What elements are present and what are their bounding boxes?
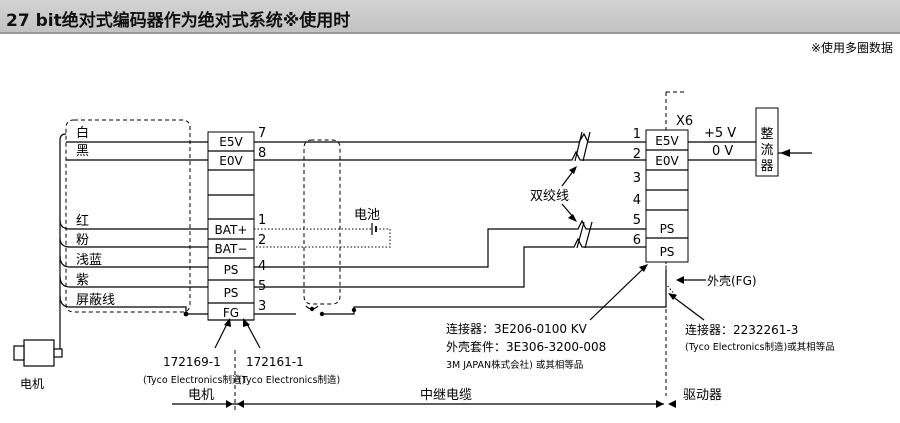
enc-pin-label-ps2: PS (224, 286, 239, 300)
rectifier-box (755, 107, 779, 177)
motor-icon (13, 339, 63, 367)
drv-pin-num-4: 4 (633, 193, 641, 208)
cable-connector-line1: 连接器：3E206-0100 KV (446, 321, 588, 336)
enc-pin-label-e5v: E5V (219, 135, 243, 149)
wire-purple (59, 275, 208, 288)
shell-fg-label: 外壳(FG) (707, 274, 757, 288)
wire-shield (59, 295, 208, 315)
voltage-0v: 0 V (712, 144, 733, 159)
wire-red (59, 219, 208, 230)
drv-pin-num-3: 3 (633, 171, 641, 186)
enc-pin-label-fg: FG (223, 306, 239, 320)
motor-wires (59, 141, 208, 317)
section-driver: 驱动器 (683, 388, 722, 403)
drv-pin-label-ps2: PS (660, 245, 675, 259)
rectifier-arrow-icon (780, 149, 790, 157)
enc-pin-label-batn: BAT− (215, 242, 248, 256)
wire-pink (59, 237, 208, 248)
cable-connector-line2: 外壳套件：3E306-3200-008 (446, 340, 606, 354)
enc-pin-num-1: 1 (258, 213, 266, 228)
drv-pin-num-6: 6 (633, 233, 641, 248)
motor-cable-shield-outline (65, 119, 191, 313)
wire-label-black: 黑 (76, 144, 89, 159)
motor-connector-1-maker: (Tyco Electronics制造) (143, 374, 245, 386)
motor-label: 电机 (20, 377, 44, 391)
relay-wire-e0v (254, 150, 646, 161)
driver-connector-x6 (645, 129, 689, 263)
shell-fg-line (665, 262, 677, 297)
cable-connector-leader (589, 267, 645, 321)
relay-wire-e5v (254, 132, 646, 143)
wire-label-light-blue: 浅蓝 (76, 253, 102, 268)
shield-junction (183, 311, 189, 317)
enc-pin-label-ps1: PS (224, 263, 239, 277)
rectifier-char-3: 器 (760, 159, 773, 174)
drv-pin-num-2: 2 (633, 147, 641, 162)
wire-label-pink: 粉 (76, 233, 89, 248)
rectifier-char-2: 流 (760, 143, 773, 158)
section-relay-cable: 中继电缆 (420, 387, 472, 403)
twisted-pair-arrow-up (561, 169, 575, 187)
relay-cable-shield-outline (303, 139, 341, 305)
enc-pin-num-2: 2 (258, 233, 266, 248)
section-motor: 电机 (188, 388, 214, 403)
relay-wire-ps2 (254, 237, 646, 288)
driver-connector-line1: 连接器：2232261-3 (685, 322, 798, 337)
wire-label-white: 白 (76, 125, 89, 141)
drv-pin-num-1: 1 (633, 127, 641, 142)
enc-pin-num-8: 8 (258, 146, 266, 161)
drv-pin-label-ps1: PS (660, 222, 675, 236)
wire-label-shield: 屏蔽线 (76, 293, 115, 308)
battery-label: 电池 (354, 208, 380, 223)
drv-pin-label-e5v: E5V (655, 134, 679, 148)
relay-wire-ps1 (254, 219, 646, 268)
cable-connector-line3: 3M JAPAN株式会社) 或其相等品 (446, 359, 583, 371)
twisted-pair-label: 双绞线 (530, 188, 569, 204)
voltage-5v: +5 V (704, 126, 736, 141)
multi-turn-note: ※使用多圈数据 (811, 40, 893, 55)
drv-pin-label-e0v: E0V (655, 154, 679, 168)
enc-pin-label-batp: BAT+ (215, 223, 248, 237)
motor-connector-1-part: 172169-1 (163, 355, 221, 369)
driver-connector-line2: (Tyco Electronics制造)或其相等品 (685, 341, 835, 353)
connector-1-leader (214, 321, 229, 349)
connector-2-leader (245, 321, 261, 349)
drv-pin-num-5: 5 (633, 213, 641, 228)
driver-connector-leader (671, 295, 705, 321)
motor-connector-2-maker: (Tyco Electronics制造) (238, 374, 340, 386)
wire-light-blue (59, 255, 208, 268)
rectifier-char-1: 整 (760, 127, 773, 142)
enc-pin-num-3: 3 (258, 299, 266, 314)
x6-label: X6 (676, 114, 693, 129)
motor-connector-2-part: 172161-1 (246, 355, 304, 369)
enc-pin-num-7: 7 (258, 126, 266, 141)
relay-wires (254, 131, 667, 317)
wire-label-red: 红 (76, 213, 89, 229)
enc-pin-label-e0v: E0V (219, 154, 243, 168)
wire-label-purple: 紫 (76, 273, 89, 288)
motor-cable-trunk (59, 133, 67, 350)
relay-wire-fg-right (322, 270, 667, 315)
battery-wiring (254, 228, 391, 248)
encoder-connector (207, 131, 255, 321)
title-bar: 27 bit绝对式编码器作为绝对式系统※使用时 (0, 0, 900, 34)
page-title: 27 bit绝对式编码器作为绝对式系统※使用时 (6, 11, 351, 31)
